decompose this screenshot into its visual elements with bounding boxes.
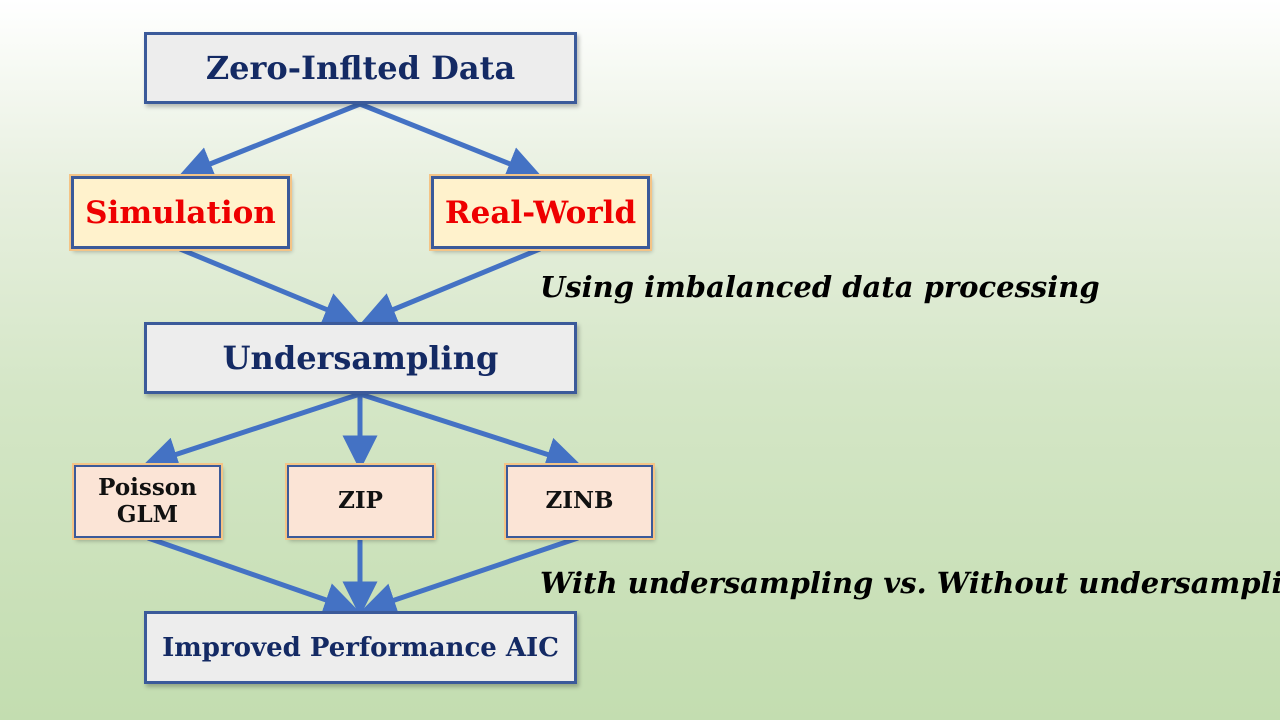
node-zip-label: ZIP <box>338 487 383 515</box>
node-simulation: Simulation <box>69 174 292 251</box>
node-real-world-label: Real-World <box>444 194 637 231</box>
annotation-imbalanced-processing: Using imbalanced data processing <box>540 270 1100 304</box>
node-zinb-label: ZINB <box>545 487 614 515</box>
node-undersampling-label: Undersampling <box>222 339 499 377</box>
node-undersampling: Undersampling <box>144 322 577 394</box>
node-simulation-label: Simulation <box>85 194 276 231</box>
node-zip: ZIP <box>285 463 436 540</box>
arrow-zinb-to-improved <box>360 535 579 617</box>
node-poisson-glm-label-line2: GLM <box>116 500 179 528</box>
node-zero-inflated-data-label: Zero-Inflted Data <box>205 49 516 87</box>
arrow-undersampling-to-zinb <box>359 391 582 472</box>
node-improved-performance-aic-label: Improved Performance AIC <box>162 632 559 663</box>
node-zinb: ZINB <box>504 463 655 540</box>
node-poisson-glm-label-line1: Poisson <box>98 474 197 502</box>
node-real-world: Real-World <box>429 174 652 251</box>
arrow-simulation-to-undersampling <box>179 246 359 326</box>
arrow-realworld-to-undersampling <box>361 246 541 326</box>
arrow-poisson-to-improved <box>147 535 360 617</box>
arrow-zero-to-simulation <box>178 101 361 181</box>
node-zero-inflated-data: Zero-Inflted Data <box>144 32 577 104</box>
node-improved-performance-aic: Improved Performance AIC <box>144 611 577 684</box>
node-poisson-glm: Poisson GLM <box>72 463 223 540</box>
arrow-zero-to-realworld <box>359 101 542 181</box>
annotation-undersampling-comparison: With undersampling vs. Without undersamp… <box>540 566 1280 600</box>
arrow-undersampling-to-poisson <box>142 391 361 472</box>
